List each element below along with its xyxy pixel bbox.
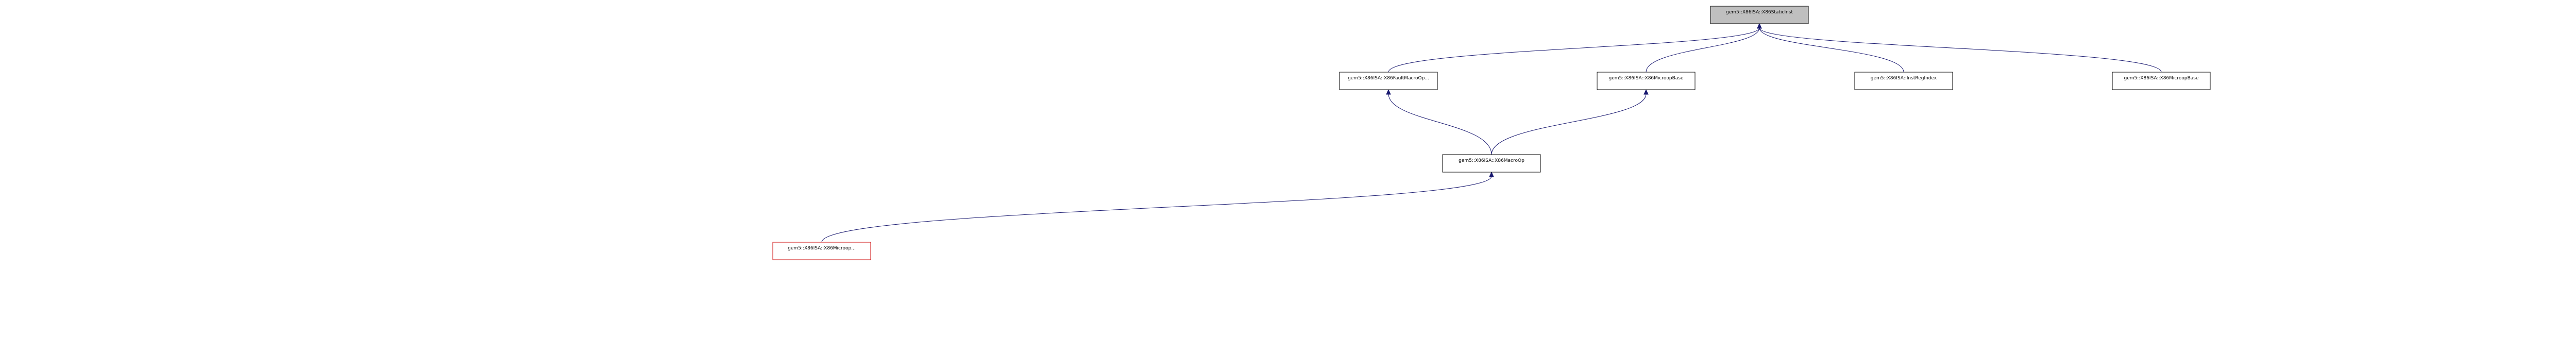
graph-node-label: gem5::X86ISA::X86StaticInst <box>1726 10 1793 15</box>
graph-node-label: gem5::X86ISA::X86MicroopBase <box>1609 76 1684 81</box>
graph-node[interactable]: gem5::X86ISA::X86Microop... <box>772 242 871 260</box>
graph-edge <box>821 171 1494 243</box>
graph-root-node: gem5::X86ISA::X86StaticInst <box>1710 6 1809 24</box>
graph-edge <box>1386 89 1492 155</box>
graph-edge <box>1757 23 1904 73</box>
graph-node[interactable]: gem5::X86ISA::X86MacroOp <box>1442 154 1541 173</box>
graph-node[interactable]: gem5::X86ISA::InstRegIndex <box>1854 72 1953 90</box>
graph-node[interactable]: gem5::X86ISA::X86FaultMacroOp... <box>1339 72 1438 90</box>
graph-nodes: gem5::X86ISA::X86StaticInstgem5::X86ISA:… <box>772 6 2211 260</box>
graph-node[interactable]: gem5::X86ISA::X86MicroopBase <box>1597 72 1696 90</box>
graph-node-label: gem5::X86ISA::X86MacroOp <box>1459 158 1524 163</box>
graph-node-label: gem5::X86ISA::X86FaultMacroOp... <box>1348 76 1429 81</box>
graph-node-label: gem5::X86ISA::X86Microop... <box>788 246 856 251</box>
graph-edge <box>1757 23 2162 73</box>
graph-node[interactable]: gem5::X86ISA::X86MicroopBase <box>2112 72 2211 90</box>
graph-node-label: gem5::X86ISA::InstRegIndex <box>1871 76 1937 81</box>
graph-edge <box>1491 89 1649 155</box>
graph-edges <box>821 23 2162 243</box>
graph-edge <box>1646 23 1762 73</box>
graph-node-label: gem5::X86ISA::X86MicroopBase <box>2124 76 2199 81</box>
